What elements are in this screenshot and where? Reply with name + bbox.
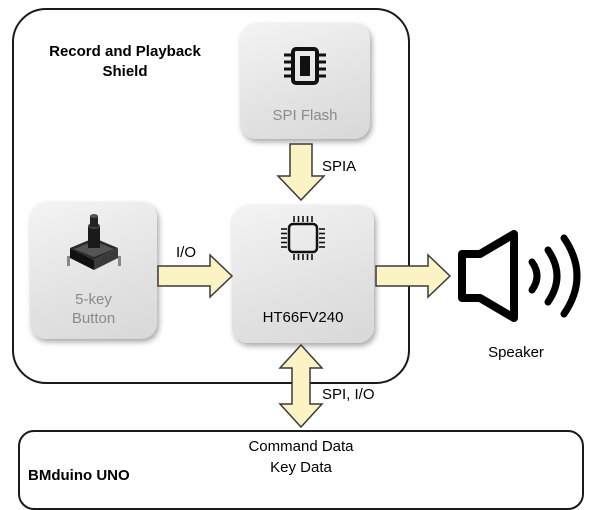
spi-io-label: SPI, I/O bbox=[322, 386, 375, 403]
speaker-label: Speaker bbox=[488, 344, 544, 361]
mcu-label: HT66FV240 bbox=[262, 309, 344, 326]
five-key-button-label: 5-key Button bbox=[30, 290, 157, 328]
speaker-icon bbox=[458, 230, 581, 322]
tact-switch-icon bbox=[67, 214, 121, 270]
spi-io-double-arrow bbox=[278, 343, 324, 429]
mcu-chip-icon bbox=[281, 216, 325, 260]
spia-label: SPIA bbox=[322, 158, 357, 175]
io-arrow bbox=[157, 253, 234, 299]
mcu-block: HT66FV240 bbox=[232, 205, 374, 343]
uno-data-text: Command Data Key Data bbox=[236, 436, 366, 478]
five-key-button-block: 5-key Button bbox=[30, 202, 157, 339]
speaker-arrow bbox=[375, 253, 452, 299]
button-label-line1: 5-key bbox=[75, 291, 112, 308]
button-label-line2: Button bbox=[71, 310, 116, 327]
shield-title-line1: Record and Playback bbox=[49, 43, 201, 60]
memory-chip-icon bbox=[284, 47, 326, 85]
uno-title: BMduino UNO bbox=[28, 467, 130, 484]
key-data-label: Key Data bbox=[270, 459, 332, 476]
shield-title-line2: Shield bbox=[102, 63, 148, 80]
io-label: I/O bbox=[176, 244, 197, 261]
spia-arrow bbox=[276, 143, 326, 202]
shield-title: Record and Playback Shield bbox=[30, 42, 220, 82]
spi-flash-label: SPI Flash bbox=[272, 107, 338, 124]
spi-flash-block: SPI Flash bbox=[240, 23, 370, 139]
connection-arrows bbox=[157, 143, 452, 429]
command-data-label: Command Data bbox=[248, 438, 354, 455]
